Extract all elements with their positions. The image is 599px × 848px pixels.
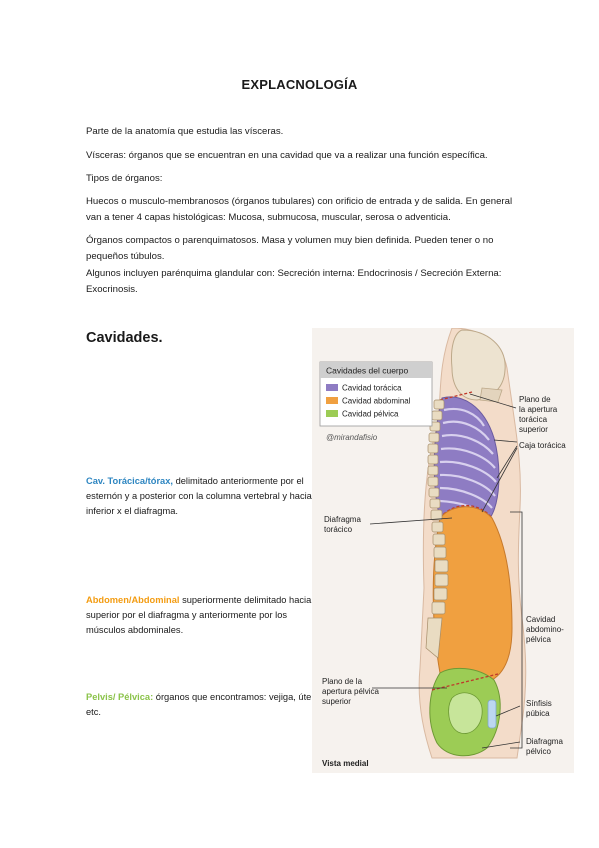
vertebra [427,454,439,465]
thoracic-inlet-plane [439,391,473,401]
label-pubic-symphysis-1: Sínfisis [526,699,552,708]
rib [442,420,490,441]
label-thoracic-plane-2: la apertura [519,405,558,414]
vertebra [427,465,439,476]
body-cavities-figure: Cavidades del cuerpo Cavidad torácica Ca… [312,327,574,773]
vertebra [430,509,443,521]
leader-rib-cage-1 [493,439,518,443]
paragraph-definition: Parte de la anatomía que estudia las vís… [86,126,284,137]
leader-pubic-symphysis [495,705,521,717]
leader-diaphragm [369,517,453,525]
leader-rib-cage-2 [496,445,518,479]
label-pelvic-plane-3: superior [322,697,351,706]
label-thoracic-plane-1: Plano de [519,395,551,404]
paragraph-compactos: Órganos compactos o parenquimatosos. Mas… [86,235,494,262]
cavity-abdominal-term: Abdomen/Abdominal [86,595,180,605]
vertebra [434,573,449,587]
vertebra [431,521,444,533]
vertebra [428,487,440,498]
label-diaphragm-1: Diafragma [324,515,361,524]
vertebra [431,410,443,421]
label-rib-cage: Caja torácica [519,441,566,450]
legend: Cavidades del cuerpo Cavidad torácica Ca… [319,361,433,427]
vertebra [433,546,447,559]
paragraph-visceras: Vísceras: órganos que se encuentran en u… [86,150,488,161]
leader-thoracic-plane [469,393,517,409]
label-pelvic-plane-1: Plano de la [322,677,363,686]
vertebra [427,476,439,487]
figure-labels: Plano de la apertura torácica superior C… [322,395,566,768]
rib [440,447,496,469]
label-abdominopelvic-2: abdomino- [526,625,564,634]
rib [439,486,493,509]
leader-pelvic-diaphragm [481,741,521,749]
vertebra [434,559,449,573]
pelvic-organ [448,692,483,734]
legend-label-pelvic: Cavidad pélvica [342,410,399,419]
cavity-abdominal-text: Abdomen/Abdominal superiormente delimita… [86,593,326,638]
vertebra [433,587,448,601]
body-cavities-illustration: Cavidades del cuerpo Cavidad torácica Ca… [312,327,574,773]
legend-header [320,362,432,378]
legend-swatch-abdominal [326,397,338,404]
rib [441,434,494,455]
jaw [479,387,503,403]
cavity-pelvic-text: Pelvis/ Pélvica: órganos que encontramos… [86,690,326,720]
sacrum [425,617,443,659]
vertebra [432,533,446,546]
leader-lines [369,393,523,749]
label-pubic-symphysis-2: púbica [526,709,550,718]
section-heading: Cavidades. [86,330,163,346]
rib [439,460,497,483]
cavity-pelvic-desc: órganos que encontramos: vejiga, útero, … [86,692,323,717]
label-abdominopelvic-3: pélvica [526,635,551,644]
legend-label-abdominal: Cavidad abdominal [342,397,411,406]
leader-rib-cage-3 [481,447,518,513]
cavity-thoracic-desc: delimitado anteriormente por el esternón… [86,476,312,516]
label-pelvic-plane-2: apertura pélvica [322,687,379,696]
label-vista-medial: Vista medial [322,759,369,768]
watermark: @mirandafisio [326,433,378,442]
vertebra [433,399,445,410]
label-thoracic-plane-3: torácica [519,415,548,424]
legend-swatch-pelvic [326,410,338,417]
rib [443,407,485,427]
paragraph-glandular: Algunos incluyen parénquima glandular co… [86,268,502,295]
pelvic-inlet-plane [431,673,499,691]
cavity-thoracic-text: Cav. Torácica/tórax, delimitado anterior… [86,474,326,519]
skull [451,329,506,401]
cavity-abdominal-desc: superiormente delimitado hacia superior … [86,595,312,635]
vertebra [428,432,440,443]
label-abdominopelvic-1: Cavidad [526,615,555,624]
vertebra [429,421,441,432]
paragraph-tipos: Tipos de órganos: [86,173,163,184]
document-title: EXPLACNOLOGÍA [241,77,358,92]
paragraph-huecos: Huecos o musculo-membranosos (órganos tu… [86,196,513,223]
vertebra [429,498,441,509]
label-pelvic-diaphragm-1: Diafragma [526,737,563,746]
legend-title: Cavidades del cuerpo [326,366,408,376]
pubic-symphysis [487,699,497,729]
vertebra [431,601,446,615]
vertebra [427,443,439,454]
cavity-thoracic-term: Cav. Torácica/tórax, [86,476,173,486]
label-pelvic-diaphragm-2: pélvico [526,747,551,756]
bracket-abdominopelvic [510,511,523,749]
legend-swatch-thoracic [326,384,338,391]
label-diaphragm-2: torácico [324,525,353,534]
cavity-pelvic-term: Pelvis/ Pélvica: [86,692,154,702]
label-thoracic-plane-4: superior [519,425,548,434]
vertebral-column [425,399,449,659]
legend-label-thoracic: Cavidad torácica [342,384,402,393]
